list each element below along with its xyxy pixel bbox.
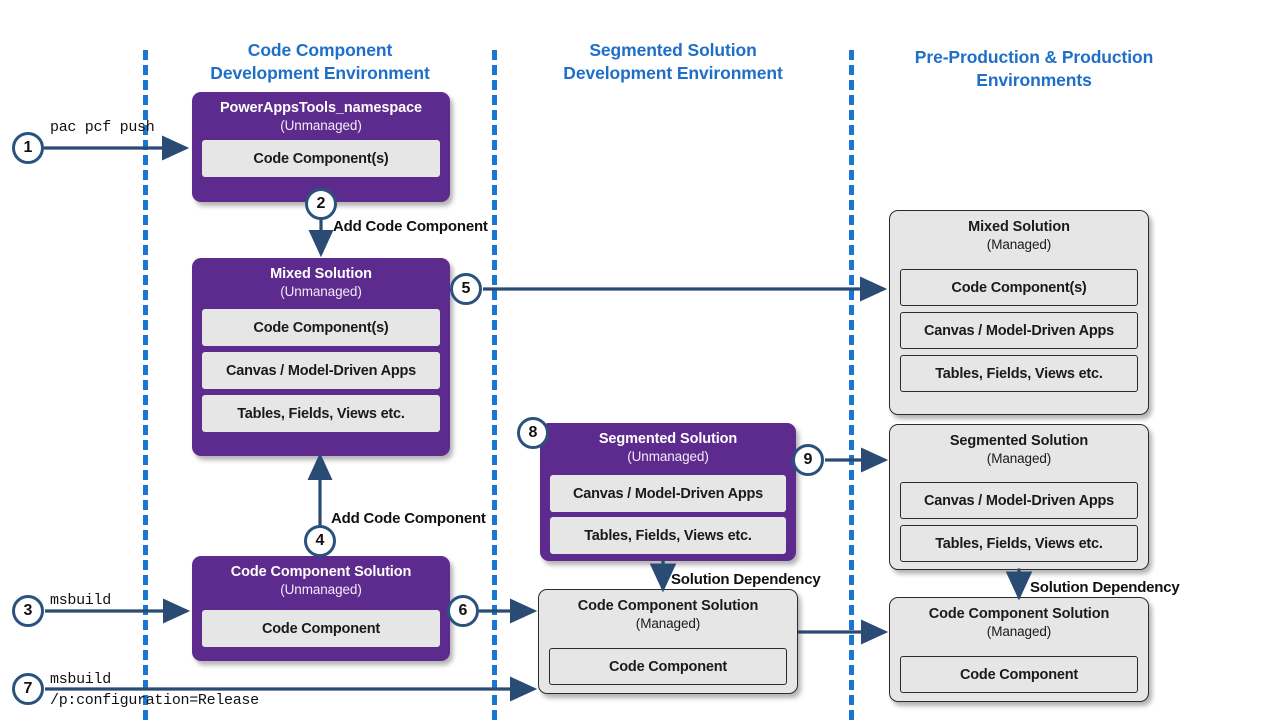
- lane-divider-3: [849, 50, 854, 720]
- box-subtitle-text: (Managed): [635, 616, 701, 631]
- box-subtitle-text: (Managed): [986, 451, 1052, 466]
- item-code-components[interactable]: Code Component(s): [202, 140, 440, 177]
- box-title-text: Segmented Solution: [949, 433, 1089, 449]
- step-badge-6[interactable]: 6: [447, 595, 479, 627]
- box-code-component-solution-unmanaged[interactable]: Code Component Solution (Unmanaged) Code…: [192, 556, 450, 661]
- box-mixed-solution-unmanaged[interactable]: Mixed Solution (Unmanaged) Code Componen…: [192, 258, 450, 456]
- lane-title-line2: Environments: [976, 70, 1092, 90]
- box-title: Mixed Solution (Managed): [890, 211, 1148, 253]
- label-add-code-component-top: Add Code Component: [333, 218, 488, 235]
- box-title: Code Component Solution (Unmanaged): [192, 556, 450, 598]
- box-code-component-solution-managed-mid[interactable]: Code Component Solution (Managed) Code C…: [538, 589, 798, 694]
- box-title-text: Code Component Solution: [577, 598, 759, 614]
- step-badge-8[interactable]: 8: [517, 417, 549, 449]
- item-tables-fields-views[interactable]: Tables, Fields, Views etc.: [900, 525, 1138, 562]
- box-title: PowerAppsTools_namespace (Unmanaged): [192, 92, 450, 134]
- box-title: Code Component Solution (Managed): [539, 590, 797, 632]
- box-segmented-solution-managed[interactable]: Segmented Solution (Managed) Canvas / Mo…: [889, 424, 1149, 570]
- step-badge-9[interactable]: 9: [792, 444, 824, 476]
- lane-title-line1: Code Component: [247, 40, 393, 60]
- box-segmented-solution-unmanaged[interactable]: Segmented Solution (Unmanaged) Canvas / …: [540, 423, 796, 561]
- box-subtitle-text: (Managed): [986, 237, 1052, 252]
- step-badge-1[interactable]: 1: [12, 132, 44, 164]
- item-canvas-model-driven-apps[interactable]: Canvas / Model-Driven Apps: [550, 475, 786, 512]
- item-code-component[interactable]: Code Component: [549, 648, 787, 685]
- item-canvas-model-driven-apps[interactable]: Canvas / Model-Driven Apps: [202, 352, 440, 389]
- box-title: Segmented Solution (Managed): [890, 425, 1148, 467]
- lane-title-segmented-solution-dev: Segmented Solution Development Environme…: [533, 39, 813, 85]
- box-mixed-solution-managed[interactable]: Mixed Solution (Managed) Code Component(…: [889, 210, 1149, 415]
- item-code-components[interactable]: Code Component(s): [900, 269, 1138, 306]
- box-title: Mixed Solution (Unmanaged): [192, 258, 450, 300]
- box-subtitle-text: (Unmanaged): [627, 449, 709, 464]
- box-powerappstools-namespace[interactable]: PowerAppsTools_namespace (Unmanaged) Cod…: [192, 92, 450, 202]
- lane-title-pre-prod-prod: Pre-Production & Production Environments: [884, 46, 1184, 92]
- step-badge-3[interactable]: 3: [12, 595, 44, 627]
- box-title-text: Code Component Solution: [230, 564, 412, 580]
- lane-divider-2: [492, 50, 497, 720]
- lane-title-code-component-dev: Code Component Development Environment: [180, 39, 460, 85]
- box-title: Code Component Solution (Managed): [890, 598, 1148, 640]
- command-msbuild-release-line2: /p:configuration=Release: [50, 692, 259, 709]
- item-canvas-model-driven-apps[interactable]: Canvas / Model-Driven Apps: [900, 312, 1138, 349]
- item-canvas-model-driven-apps[interactable]: Canvas / Model-Driven Apps: [900, 482, 1138, 519]
- box-subtitle-text: (Unmanaged): [280, 118, 362, 133]
- step-badge-7[interactable]: 7: [12, 673, 44, 705]
- box-title: Segmented Solution (Unmanaged): [540, 423, 796, 465]
- box-title-text: Code Component Solution: [928, 606, 1110, 622]
- item-tables-fields-views[interactable]: Tables, Fields, Views etc.: [202, 395, 440, 432]
- box-subtitle-text: (Unmanaged): [280, 582, 362, 597]
- item-code-component[interactable]: Code Component: [900, 656, 1138, 693]
- box-title-text: Segmented Solution: [598, 431, 738, 447]
- label-solution-dependency-mid: Solution Dependency: [671, 571, 821, 588]
- item-tables-fields-views[interactable]: Tables, Fields, Views etc.: [550, 517, 786, 554]
- item-code-component[interactable]: Code Component: [202, 610, 440, 647]
- step-badge-4[interactable]: 4: [304, 525, 336, 557]
- command-msbuild-release-line1: msbuild: [50, 671, 111, 688]
- command-msbuild: msbuild: [50, 592, 111, 609]
- label-solution-dependency-prod: Solution Dependency: [1030, 579, 1180, 596]
- item-tables-fields-views[interactable]: Tables, Fields, Views etc.: [900, 355, 1138, 392]
- lane-title-line1: Segmented Solution: [589, 40, 757, 60]
- box-subtitle-text: (Unmanaged): [280, 284, 362, 299]
- lane-title-line2: Development Environment: [563, 63, 783, 83]
- lane-title-line1: Pre-Production & Production: [914, 47, 1154, 67]
- box-code-component-solution-managed-prod[interactable]: Code Component Solution (Managed) Code C…: [889, 597, 1149, 702]
- step-badge-5[interactable]: 5: [450, 273, 482, 305]
- box-subtitle-text: (Managed): [986, 624, 1052, 639]
- box-title-text: PowerAppsTools_namespace: [219, 100, 422, 116]
- box-title-text: Mixed Solution: [270, 266, 372, 282]
- lane-divider-1: [143, 50, 148, 720]
- step-badge-2[interactable]: 2: [305, 188, 337, 220]
- box-title-text: Mixed Solution: [968, 219, 1070, 235]
- lane-title-line2: Development Environment: [210, 63, 430, 83]
- label-add-code-component-bottom: Add Code Component: [331, 510, 486, 527]
- item-code-components[interactable]: Code Component(s): [202, 309, 440, 346]
- command-pac-pcf-push: pac pcf push: [50, 119, 155, 136]
